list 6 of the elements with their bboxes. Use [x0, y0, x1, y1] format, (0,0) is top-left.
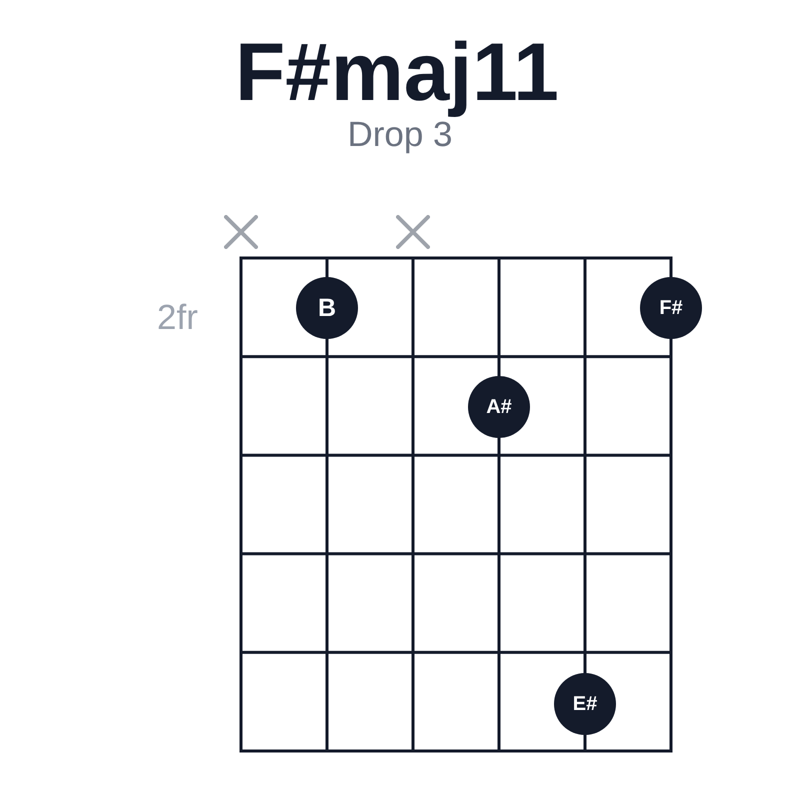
finger-dot: B — [296, 277, 358, 339]
subtitle: Drop 3 — [347, 117, 453, 152]
fret-number: 2fr — [157, 300, 198, 335]
finger-dot: F# — [640, 277, 702, 339]
finger-dot: E# — [554, 673, 616, 735]
finger-dot: A# — [468, 376, 530, 438]
